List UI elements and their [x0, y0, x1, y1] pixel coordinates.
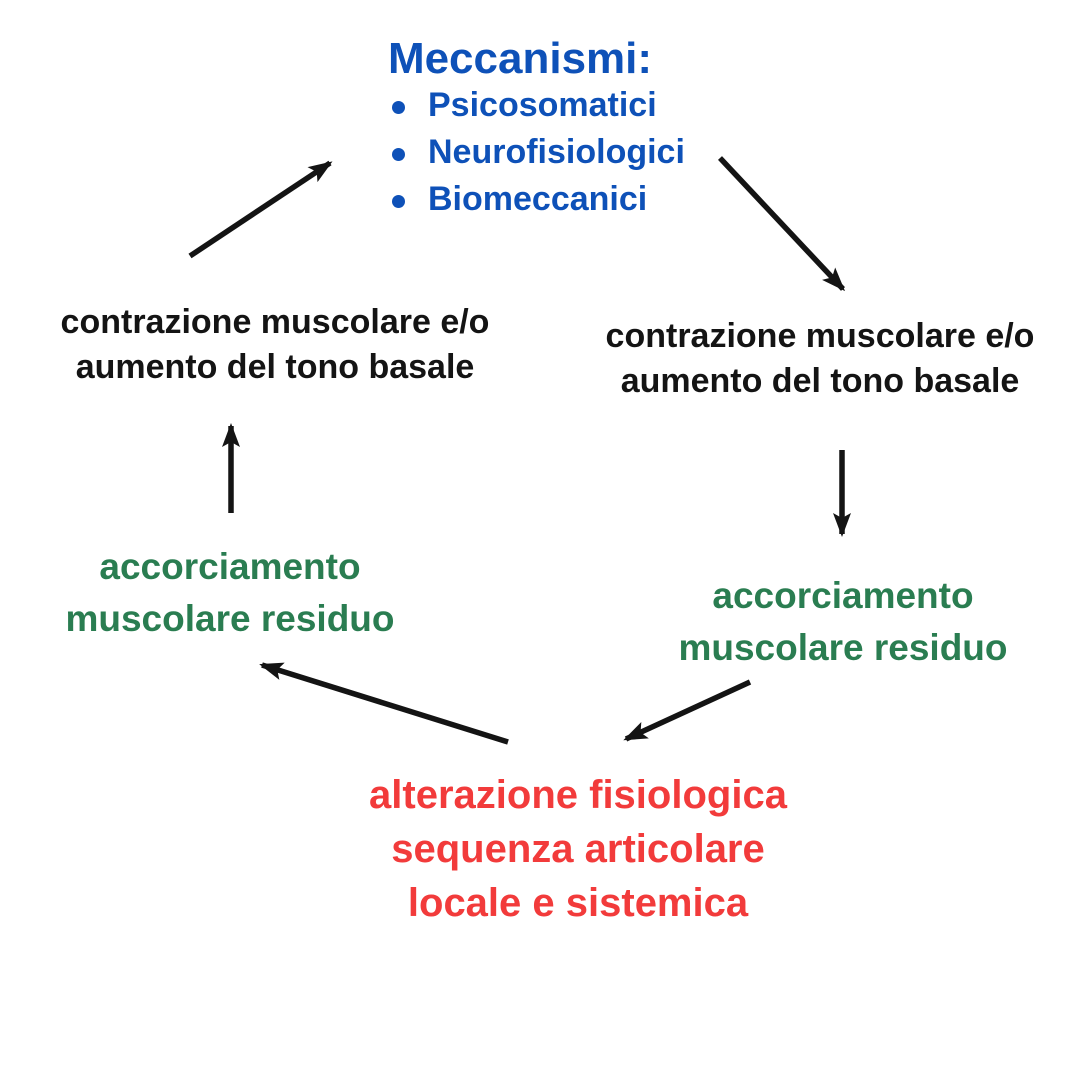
diagram-title: Meccanismi:: [320, 34, 720, 84]
node-line: sequenza articolare: [391, 827, 765, 871]
arrow-alteration-to-left-shortening: [259, 662, 509, 745]
node-line: aumento del tono basale: [620, 362, 1020, 400]
node-right-contraction: contrazione muscolare e/o aumento del to…: [560, 314, 1080, 404]
mechanism-item-biomeccanici: Biomeccanici: [392, 180, 685, 227]
node-right-shortening: accorciamento muscolare residuo: [643, 570, 1043, 674]
diagram-title-text: Meccanismi:: [387, 34, 653, 83]
node-line: contrazione muscolare e/o: [605, 317, 1035, 355]
node-line: contrazione muscolare e/o: [60, 303, 490, 341]
node-line: muscolare residuo: [65, 598, 395, 639]
arrow-right-shortening-to-alteration: [623, 679, 752, 742]
arrow-mechanisms-to-right-contraction: [717, 156, 846, 292]
node-line: accorciamento: [99, 546, 361, 587]
bullet-icon: [392, 101, 405, 114]
node-left-contraction: contrazione muscolare e/o aumento del to…: [15, 300, 535, 390]
mechanism-item-neurofisiologici: Neurofisiologici: [392, 133, 685, 180]
mechanism-item-label: Psicosomatici: [428, 86, 657, 124]
node-line: locale e sistemica: [407, 881, 749, 925]
mechanism-item-label: Neurofisiologici: [428, 133, 685, 171]
arrow-left-contraction-to-mechanisms: [188, 160, 333, 259]
node-left-shortening: accorciamento muscolare residuo: [30, 541, 430, 645]
node-line: accorciamento: [712, 575, 974, 616]
bullet-icon: [392, 148, 405, 161]
mechanism-item-label: Biomeccanici: [428, 180, 648, 218]
node-line: alterazione fisiologica: [369, 773, 787, 817]
node-alteration: alterazione fisiologica sequenza articol…: [298, 768, 858, 930]
node-line: muscolare residuo: [678, 627, 1008, 668]
bullet-icon: [392, 195, 405, 208]
mechanisms-list: Psicosomatici Neurofisiologici Biomeccan…: [392, 86, 685, 227]
mechanism-item-psicosomatici: Psicosomatici: [392, 86, 685, 133]
node-line: aumento del tono basale: [75, 348, 475, 386]
